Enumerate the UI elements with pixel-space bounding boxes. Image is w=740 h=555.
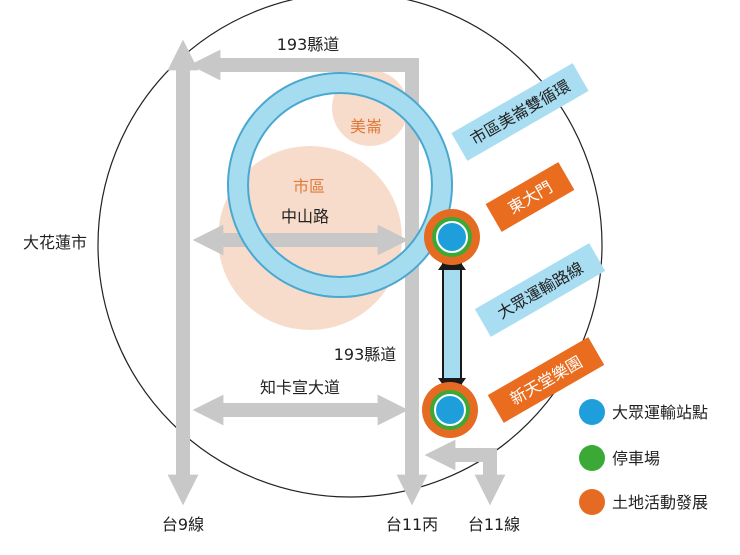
label-road-193-mid: 193縣道	[334, 345, 397, 364]
legend-item-land: 土地活動發展	[579, 489, 708, 515]
label-road-193-top: 193縣道	[277, 35, 340, 54]
road-tai11	[424, 439, 506, 506]
tag-east-gate: 東大門	[485, 162, 575, 232]
label-tai11c: 台11丙	[386, 515, 438, 534]
label-tai11: 台11線	[468, 515, 520, 534]
city-boundary-circle	[97, 0, 603, 498]
label-zhika: 知卡宣大道	[260, 378, 340, 397]
tag-loop: 市區美崙雙循環	[451, 63, 589, 161]
station-node-east-gate	[424, 209, 480, 265]
label-meilun: 美崙	[350, 117, 382, 136]
station-node-new-paradise	[422, 382, 478, 438]
legend-label-land: 土地活動發展	[612, 493, 708, 512]
loop-ring	[229, 74, 451, 296]
legend-item-parking: 停車場	[579, 445, 660, 471]
legend-dot-station	[579, 399, 605, 425]
legend-dot-parking	[579, 445, 605, 471]
label-city-area: 市區	[293, 177, 325, 196]
label-zhongshan: 中山路	[281, 207, 329, 226]
label-tai9: 台9線	[162, 515, 204, 534]
legend-dot-land	[579, 489, 605, 515]
legend-item-station: 大眾運輸站點	[579, 399, 708, 425]
legend-label-station: 大眾運輸站點	[612, 403, 708, 422]
legend: 大眾運輸站點 停車場 土地活動發展	[579, 399, 708, 515]
tag-transit-line: 大眾運輸路線	[474, 243, 606, 337]
tag-loop-text: 市區美崙雙循環	[467, 76, 574, 148]
legend-label-parking: 停車場	[612, 449, 660, 468]
label-city-circle: 大花蓮市	[23, 233, 87, 252]
roads	[167, 39, 506, 506]
